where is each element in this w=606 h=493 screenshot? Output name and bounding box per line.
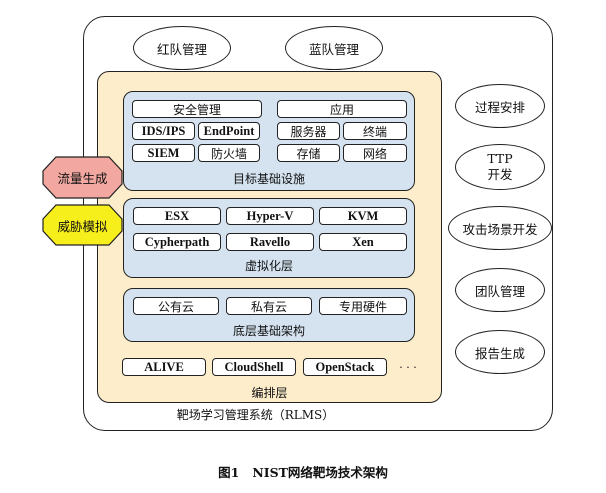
private-cloud-label: 私有云: [250, 299, 287, 314]
hyper-v-label: Hyper-V: [246, 208, 294, 223]
team-management-label: 团队管理: [474, 283, 525, 299]
endpoint-box[interactable]: EndPoint: [198, 122, 260, 140]
hyper-v-box[interactable]: Hyper-V: [226, 207, 314, 225]
ravello-box[interactable]: Ravello: [226, 233, 314, 251]
public-cloud-label: 公有云: [157, 299, 194, 314]
blue-team-oval[interactable]: 蓝队管理: [285, 26, 383, 70]
alive-label: ALIVE: [144, 359, 184, 374]
terminal-box[interactable]: 终端: [343, 122, 407, 140]
target-infrastructure-title: 目标基础设施: [232, 171, 305, 186]
terminal-label: 终端: [362, 124, 387, 139]
xen-box[interactable]: Xen: [319, 233, 407, 251]
application-box[interactable]: 应用: [277, 100, 407, 118]
ttp-development-label: TTP 开发: [487, 151, 513, 182]
siem-label: SIEM: [147, 145, 180, 160]
cypherpath-box[interactable]: Cypherpath: [133, 233, 221, 251]
private-cloud-box[interactable]: 私有云: [226, 297, 312, 315]
team-management-oval[interactable]: 团队管理: [455, 268, 545, 312]
storage-box[interactable]: 存储: [277, 144, 340, 162]
traffic-generation-octagon: [42, 156, 123, 199]
siem-box[interactable]: SIEM: [132, 144, 195, 162]
orchestration-title: 编排层: [251, 385, 288, 400]
dedicated-hardware-label: 专用硬件: [338, 299, 387, 314]
cloudshell-box[interactable]: CloudShell: [212, 358, 296, 376]
figure-caption: 图1 NIST网络靶场技术架构: [218, 464, 388, 480]
esx-label: ESX: [164, 208, 190, 223]
xen-label: Xen: [352, 234, 374, 249]
application-label: 应用: [329, 102, 354, 117]
kvm-label: KVM: [347, 208, 379, 223]
openstack-label: OpenStack: [315, 359, 375, 374]
ravello-label: Ravello: [249, 234, 291, 249]
security-management-box[interactable]: 安全管理: [132, 100, 262, 118]
esx-box[interactable]: ESX: [133, 207, 221, 225]
endpoint-label: EndPoint: [203, 123, 255, 138]
security-management-label: 安全管理: [172, 102, 221, 117]
process-scheduling-label: 过程安排: [474, 99, 525, 115]
rlms-label: 靶场学习管理系统（RLMS）: [176, 407, 335, 422]
cypherpath-label: Cypherpath: [144, 234, 210, 249]
threat-simulation-octagon: [42, 204, 123, 246]
red-team-label: 红队管理: [156, 41, 207, 57]
ids-ips-label: IDS/IPS: [141, 123, 186, 138]
server-box[interactable]: 服务器: [277, 122, 340, 140]
cloudshell-label: CloudShell: [224, 359, 284, 374]
process-scheduling-oval[interactable]: 过程安排: [455, 84, 545, 128]
alive-box[interactable]: ALIVE: [122, 358, 206, 376]
kvm-box[interactable]: KVM: [319, 207, 407, 225]
red-team-oval[interactable]: 红队管理: [133, 26, 231, 70]
base-infrastructure-title: 底层基础架构: [232, 323, 305, 338]
dedicated-hardware-box[interactable]: 专用硬件: [319, 297, 407, 315]
network-label: 网络: [362, 146, 387, 161]
public-cloud-box[interactable]: 公有云: [133, 297, 219, 315]
firewall-label: 防火墙: [210, 146, 247, 161]
traffic-generation-label[interactable]: 流量生成: [57, 171, 108, 186]
ttp-development-oval[interactable]: TTP 开发: [455, 144, 545, 190]
attack-scenario-oval[interactable]: 攻击场景开发: [448, 206, 552, 250]
report-generation-oval[interactable]: 报告生成: [455, 330, 545, 374]
threat-simulation-label[interactable]: 威胁模拟: [57, 218, 108, 234]
virtualization-title: 虚拟化层: [244, 258, 293, 273]
openstack-box[interactable]: OpenStack: [303, 358, 387, 376]
attack-scenario-label: 攻击场景开发: [462, 221, 538, 237]
more-tools-ellipsis: · · ·: [399, 360, 417, 374]
ids-ips-box[interactable]: IDS/IPS: [132, 122, 195, 140]
network-box[interactable]: 网络: [343, 144, 407, 162]
storage-label: 存储: [296, 146, 321, 161]
report-generation-label: 报告生成: [474, 345, 525, 361]
blue-team-label: 蓝队管理: [308, 41, 359, 57]
firewall-box[interactable]: 防火墙: [198, 144, 260, 162]
server-label: 服务器: [290, 124, 327, 139]
